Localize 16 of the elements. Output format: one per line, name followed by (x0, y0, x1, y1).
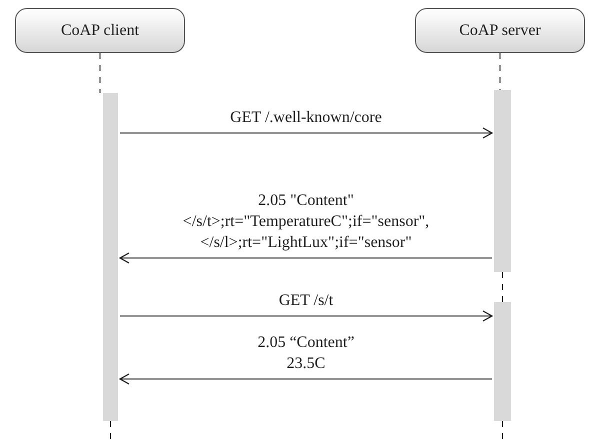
lifeline (502, 272, 503, 302)
activation-bar (494, 302, 511, 421)
edge-label: 2.05 “Content” 23.5C (256, 333, 356, 374)
participant-box (415, 8, 585, 53)
edge-label: 2.05 "Content" </s/t>;rt="TemperatureC";if="sensor", </s/l>;rt="LightLux";if="sensor" (182, 191, 430, 253)
edge-label: GET /.well-known/core (229, 108, 383, 128)
activation-bar (103, 93, 118, 421)
participant-name: CoAP client (60, 22, 140, 40)
edge-label: GET /s/t (278, 291, 334, 311)
message-arrow (120, 127, 493, 139)
message-arrow (120, 310, 493, 322)
participant-box (15, 8, 185, 53)
participant-name: CoAP server (459, 22, 541, 40)
message-arrow (119, 252, 492, 264)
activation-bar (494, 90, 511, 272)
message-arrow (119, 373, 492, 385)
